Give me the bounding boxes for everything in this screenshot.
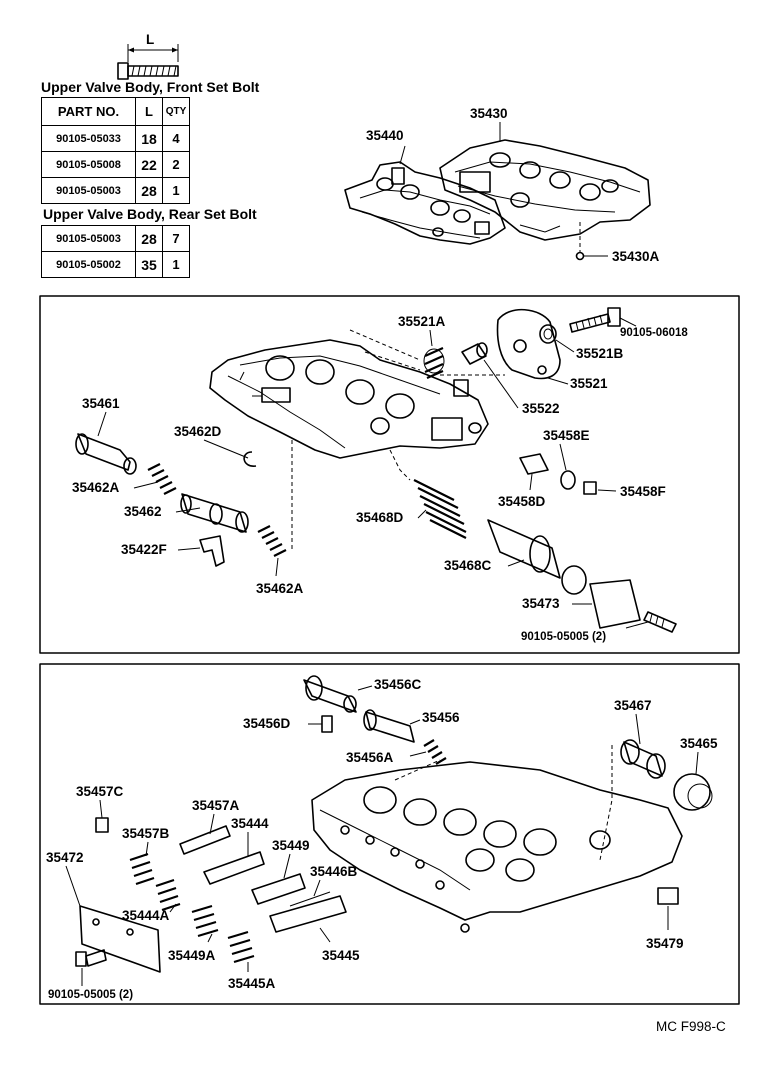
label-35458E: 35458E	[543, 428, 590, 443]
label-35457C: 35457C	[76, 784, 124, 799]
label-35462D: 35462D	[174, 424, 222, 439]
label-35457A: 35457A	[192, 798, 240, 813]
front-bolt-header: Upper Valve Body, Front Set Bolt	[41, 79, 260, 95]
label-35456C: 35456C	[374, 677, 422, 692]
label-90105-05005-bottom: 90105-05005 (2)	[48, 989, 133, 1001]
table-cell: 90105-05003	[41, 225, 136, 252]
bottom-frame	[39, 663, 740, 1005]
label-35458D: 35458D	[498, 494, 546, 509]
label-90105-06018: 90105-06018	[620, 327, 688, 339]
middle-frame	[39, 295, 740, 654]
col-qty: QTY	[162, 97, 190, 126]
label-35462A-top: 35462A	[72, 480, 120, 495]
rear-bolt-header: Upper Valve Body, Rear Set Bolt	[43, 206, 257, 222]
table-cell: 28	[135, 225, 163, 252]
table-cell: 18	[135, 125, 163, 152]
label-35430: 35430	[470, 106, 508, 121]
front-bolt-table: PART NO. L QTY 90105-05033 18 4 90105-05…	[41, 97, 190, 204]
table-cell: 35	[135, 251, 163, 278]
label-35522: 35522	[522, 401, 560, 416]
label-35462A-bottom: 35462A	[256, 581, 304, 596]
table-cell: 28	[135, 177, 163, 204]
label-35461: 35461	[82, 396, 120, 411]
label-35456: 35456	[422, 710, 460, 725]
label-35440: 35440	[366, 128, 404, 143]
label-35456D: 35456D	[243, 716, 291, 731]
label-35473: 35473	[522, 596, 560, 611]
valve-body-lower	[311, 761, 683, 933]
label-35521: 35521	[570, 376, 608, 391]
table-cell: 22	[135, 151, 163, 178]
table-row: 90105-05033 18 4	[41, 125, 190, 152]
table-cell: 2	[162, 151, 190, 178]
label-35468C: 35468C	[444, 558, 492, 573]
label-35445: 35445	[322, 948, 360, 963]
bolt-length-label: L	[146, 32, 154, 47]
label-35521A: 35521A	[398, 314, 446, 329]
valve-body-35440	[344, 161, 506, 245]
label-35456A: 35456A	[346, 750, 394, 765]
table-cell: 90105-05002	[41, 251, 136, 278]
label-35444A: 35444A	[122, 908, 170, 923]
label-35449A: 35449A	[168, 948, 216, 963]
col-part-no: PART NO.	[41, 97, 136, 126]
table-cell: 1	[162, 177, 190, 204]
label-35465: 35465	[680, 736, 718, 751]
table-row: 90105-05002 35 1	[41, 251, 190, 278]
label-35449: 35449	[272, 838, 310, 853]
label-35468D: 35468D	[356, 510, 404, 525]
valve-body-middle	[209, 339, 489, 459]
table-row: 90105-05003 28 7	[41, 225, 190, 252]
table-cell: 4	[162, 125, 190, 152]
rear-bolt-table: 90105-05003 28 7 90105-05002 35 1	[41, 225, 190, 278]
figure-code: MC F998-C	[656, 1019, 726, 1034]
valve-body-35430	[439, 139, 651, 241]
bolt-illustration: L	[117, 32, 179, 80]
table-row: 90105-05003 28 1	[41, 177, 190, 204]
table-row: 90105-05008 22 2	[41, 151, 190, 178]
label-35472: 35472	[46, 850, 84, 865]
label-35458F: 35458F	[620, 484, 666, 499]
label-35445A: 35445A	[228, 976, 276, 991]
label-35467: 35467	[614, 698, 652, 713]
table-cell: 1	[162, 251, 190, 278]
label-35422F: 35422F	[121, 542, 167, 557]
label-35444: 35444	[231, 816, 269, 831]
label-90105-05005-mid: 90105-05005 (2)	[521, 631, 606, 643]
label-35479: 35479	[646, 936, 684, 951]
table-cell: 90105-05033	[41, 125, 136, 152]
label-35430A: 35430A	[612, 249, 660, 264]
label-35457B: 35457B	[122, 826, 170, 841]
label-35446B: 35446B	[310, 864, 358, 879]
label-35462: 35462	[124, 504, 162, 519]
table-cell: 90105-05003	[41, 177, 136, 204]
label-35521B: 35521B	[576, 346, 624, 361]
